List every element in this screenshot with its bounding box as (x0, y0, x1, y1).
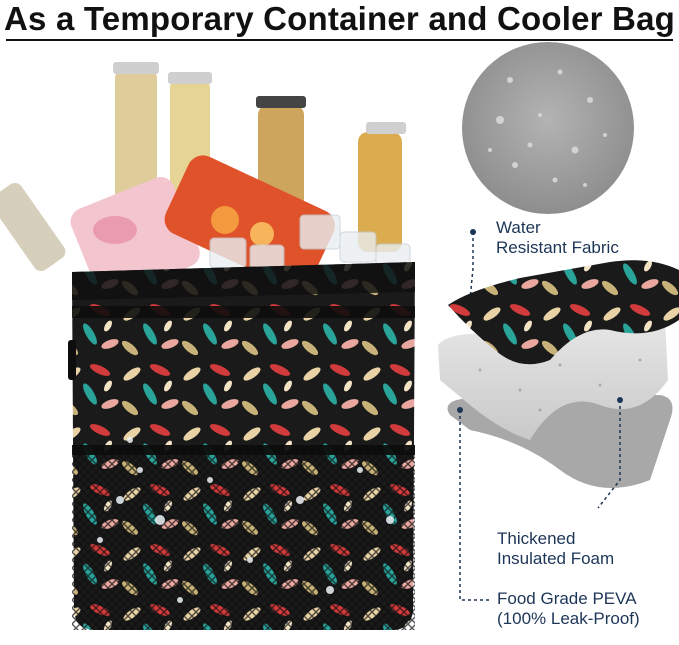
leader-line-foam (597, 400, 621, 509)
label-food-grade-peva: Food Grade PEVA (100% Leak-Proof) (497, 589, 640, 628)
bottle-4 (358, 122, 406, 252)
water-splash (97, 437, 394, 603)
pink-can (70, 177, 200, 298)
label-thickened-insulated-foam: Thickened Insulated Foam (497, 529, 615, 568)
label-water-resistant-fabric: Water Resistant Fabric (496, 218, 619, 257)
fabric-closeup (462, 42, 634, 214)
leader-line-peva (459, 410, 490, 601)
bottle-1 (113, 62, 159, 200)
orange-can (164, 155, 335, 290)
page-title: As a Temporary Container and Cooler Bag (4, 0, 675, 37)
title-underline (6, 39, 673, 41)
layer-fabric (448, 260, 679, 365)
cooler-bag (68, 262, 415, 630)
bottle-5 (0, 182, 66, 272)
leader-line-fabric (469, 232, 474, 301)
